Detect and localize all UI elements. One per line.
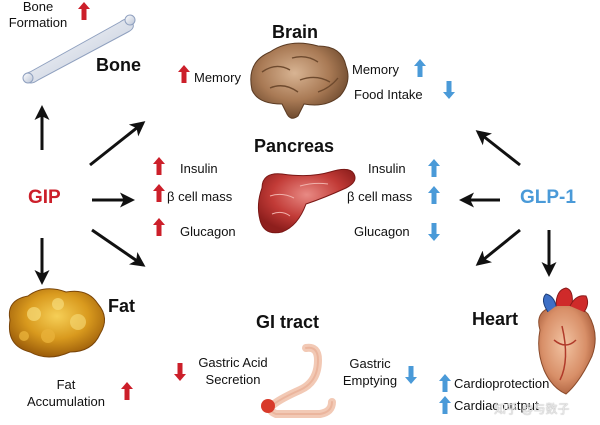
bone-formation-line1: Bone <box>22 0 54 14</box>
organ-heart-title: Heart <box>472 309 519 329</box>
pancreas-image <box>257 168 356 234</box>
gip-label: GIP <box>28 187 61 208</box>
gastric-emptying-line2: Emptying <box>342 373 398 388</box>
fat-accumulation-label: Fat Accumulation <box>14 376 118 410</box>
gastric-acid-label: Gastric Acid Secretion <box>188 354 278 388</box>
glp1-insulin-label: Insulin <box>368 161 406 176</box>
cardioprotection-label: Cardioprotection <box>454 376 550 391</box>
down-arrow-gastric-emptying <box>405 366 417 384</box>
arrow-glp1-to-gi <box>475 228 521 266</box>
up-arrow-glp1-memory <box>414 59 426 77</box>
up-arrow-cardioprotection <box>439 374 451 392</box>
organ-brain-title: Brain <box>272 22 319 42</box>
gip-beta-label: β cell mass <box>167 189 233 204</box>
bone-formation-line2: Formation <box>8 15 68 30</box>
gi-tract-image <box>261 343 336 418</box>
heart-image <box>538 287 596 395</box>
bone-image <box>22 14 136 84</box>
up-arrow-cardiac-output <box>439 396 451 414</box>
cardiac-output-label: Cardiac output <box>454 398 539 413</box>
glp1-beta-label: β cell mass <box>347 189 413 204</box>
brain-image <box>250 42 349 119</box>
organ-gi-title: GI tract <box>256 312 320 332</box>
down-arrow-glp1-glucagon <box>428 223 440 241</box>
fat-accumulation-line2: Accumulation <box>26 394 106 409</box>
gastric-acid-line1: Gastric Acid <box>198 355 268 370</box>
gip-memory-label: Memory <box>194 70 241 85</box>
up-arrow-glp1-beta <box>428 186 440 204</box>
organ-bone-title: Bone <box>96 55 141 75</box>
arrow-glp1-to-brain <box>475 130 521 167</box>
up-arrow-fat-accumulation <box>121 382 133 400</box>
glp1-label: GLP-1 <box>520 187 576 208</box>
food-intake-label: Food Intake <box>354 87 423 102</box>
watermark: 知乎 @与数子 <box>494 402 570 416</box>
up-arrow-bone-formation <box>78 2 90 20</box>
gip-arrows <box>34 105 146 285</box>
organ-pancreas-title: Pancreas <box>254 136 335 156</box>
arrow-gip-to-brain <box>89 121 146 167</box>
glp1-glucagon-label: Glucagon <box>354 224 410 239</box>
up-arrow-gip-memory <box>178 65 190 83</box>
bone-formation-label: Bone Formation <box>0 0 76 31</box>
fat-image <box>8 288 105 358</box>
up-arrow-gip-glucagon <box>153 218 165 236</box>
gastric-emptying-line1: Gastric <box>349 356 391 371</box>
up-arrow-gip-insulin <box>153 157 165 175</box>
gastric-acid-line2: Secretion <box>205 372 261 387</box>
indicator-arrows <box>78 2 455 414</box>
down-arrow-food-intake <box>443 81 455 99</box>
fat-accumulation-line1: Fat <box>56 377 76 392</box>
gip-glucagon-label: Glucagon <box>180 224 236 239</box>
gip-insulin-label: Insulin <box>180 161 218 176</box>
gastric-emptying-label: Gastric Emptying <box>334 355 406 389</box>
up-arrow-glp1-insulin <box>428 159 440 177</box>
arrow-gip-to-gi <box>91 228 146 267</box>
up-arrow-gip-beta <box>153 184 165 202</box>
down-arrow-gastric-acid <box>174 363 186 381</box>
glp1-arrows <box>459 130 557 277</box>
organ-fat-title: Fat <box>108 296 135 316</box>
glp1-memory-label: Memory <box>352 62 399 77</box>
